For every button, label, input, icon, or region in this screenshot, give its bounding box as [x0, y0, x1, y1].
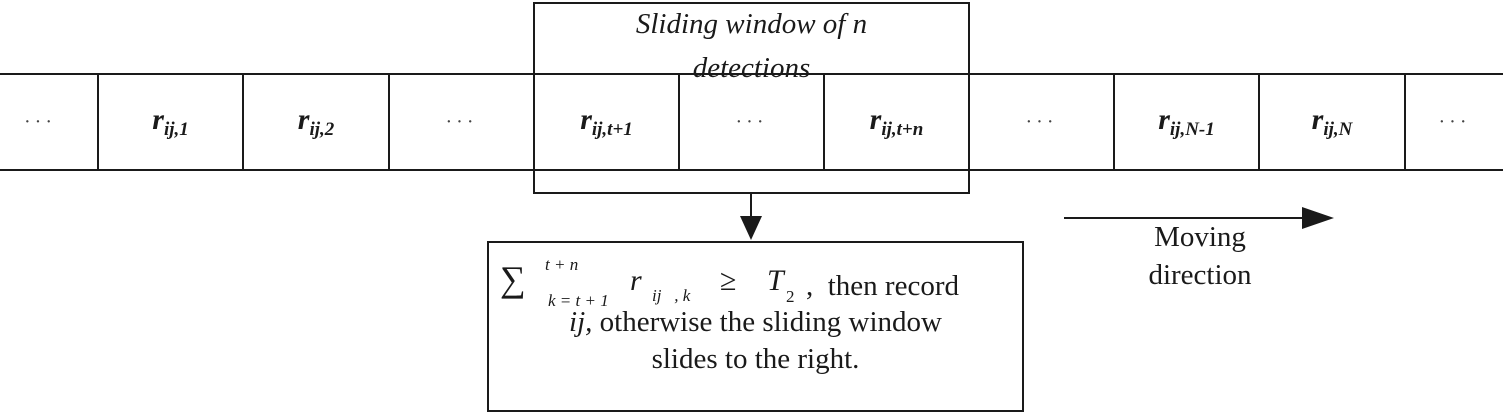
cell-ellipsis: ··· — [680, 74, 823, 170]
detection-label: rij,t+n — [869, 103, 924, 140]
detection-label: rij,N-1 — [1158, 103, 1215, 140]
moving-direction-label: Moving direction — [1110, 218, 1290, 294]
cell-r-ij-1: rij,1 — [99, 74, 242, 170]
detection-label: rij,1 — [152, 103, 189, 140]
rule-line3: slides to the right. — [651, 343, 860, 375]
detection-label: rij,2 — [297, 103, 335, 140]
down-arrow-icon — [740, 194, 762, 240]
sum-term: r — [630, 264, 642, 297]
cell-ellipsis-start: ··· — [0, 74, 80, 170]
cell-r-ij-t-plus-n: rij,t+n — [825, 74, 968, 170]
sum-term-subscript: ij , k — [652, 286, 691, 305]
cell-divider — [242, 74, 244, 170]
rule-box — [487, 241, 1024, 412]
cell-ellipsis: ··· — [390, 74, 533, 170]
moving-direction-line1: Moving — [1154, 221, 1246, 253]
cell-divider — [1258, 74, 1260, 170]
cell-divider — [1113, 74, 1115, 170]
ellipsis-text: ··· — [735, 110, 768, 133]
ellipsis-text: ··· — [1025, 110, 1058, 133]
strip-bottom-border — [0, 169, 1503, 171]
rule-line2: ij, otherwise the sliding window — [487, 304, 1024, 341]
ellipsis-text: ··· — [445, 110, 478, 133]
ellipsis-text: ··· — [1438, 110, 1471, 133]
sum-symbol: ∑ — [500, 259, 526, 299]
cell-divider — [1404, 74, 1406, 170]
cell-r-ij-t-plus-1: rij,t+1 — [535, 74, 678, 170]
cell-r-ij-2: rij,2 — [244, 74, 388, 170]
sliding-window-title-line2: detections — [692, 52, 811, 84]
cell-ellipsis-end: ··· — [1406, 74, 1503, 170]
cell-divider — [678, 74, 680, 170]
sliding-window-title: Sliding window of n detections — [533, 2, 970, 90]
sum-upper-limit: t + n — [545, 255, 579, 274]
sum-lower-limit: k = t + 1 — [548, 291, 609, 310]
ellipsis-text: ··· — [24, 110, 56, 133]
threshold-symbol: T — [767, 264, 784, 297]
sliding-window-box — [533, 2, 970, 194]
cell-divider — [388, 74, 390, 170]
threshold-subscript: 2 — [786, 287, 795, 306]
cell-r-ij-N-minus-1: rij,N-1 — [1115, 74, 1258, 170]
right-arrow-icon — [1064, 207, 1334, 229]
cell-divider — [97, 74, 99, 170]
cell-r-ij-N: rij,N — [1260, 74, 1404, 170]
moving-direction-line2: direction — [1148, 259, 1252, 291]
rule-ij: ij, — [569, 306, 593, 338]
relation-symbol: ≥ — [720, 264, 737, 297]
cell-divider — [823, 74, 825, 170]
rule-description: ij, otherwise the sliding window slides … — [487, 304, 1024, 378]
strip-top-border — [0, 73, 1503, 75]
sliding-window-title-line1: Sliding window of n — [635, 8, 868, 40]
detection-label: rij,t+1 — [580, 103, 633, 140]
rule-line1-tail: , then record — [806, 270, 959, 302]
detection-label: rij,N — [1311, 103, 1353, 140]
cell-ellipsis: ··· — [970, 74, 1113, 170]
rule-line2-rest: otherwise the sliding window — [592, 306, 942, 338]
